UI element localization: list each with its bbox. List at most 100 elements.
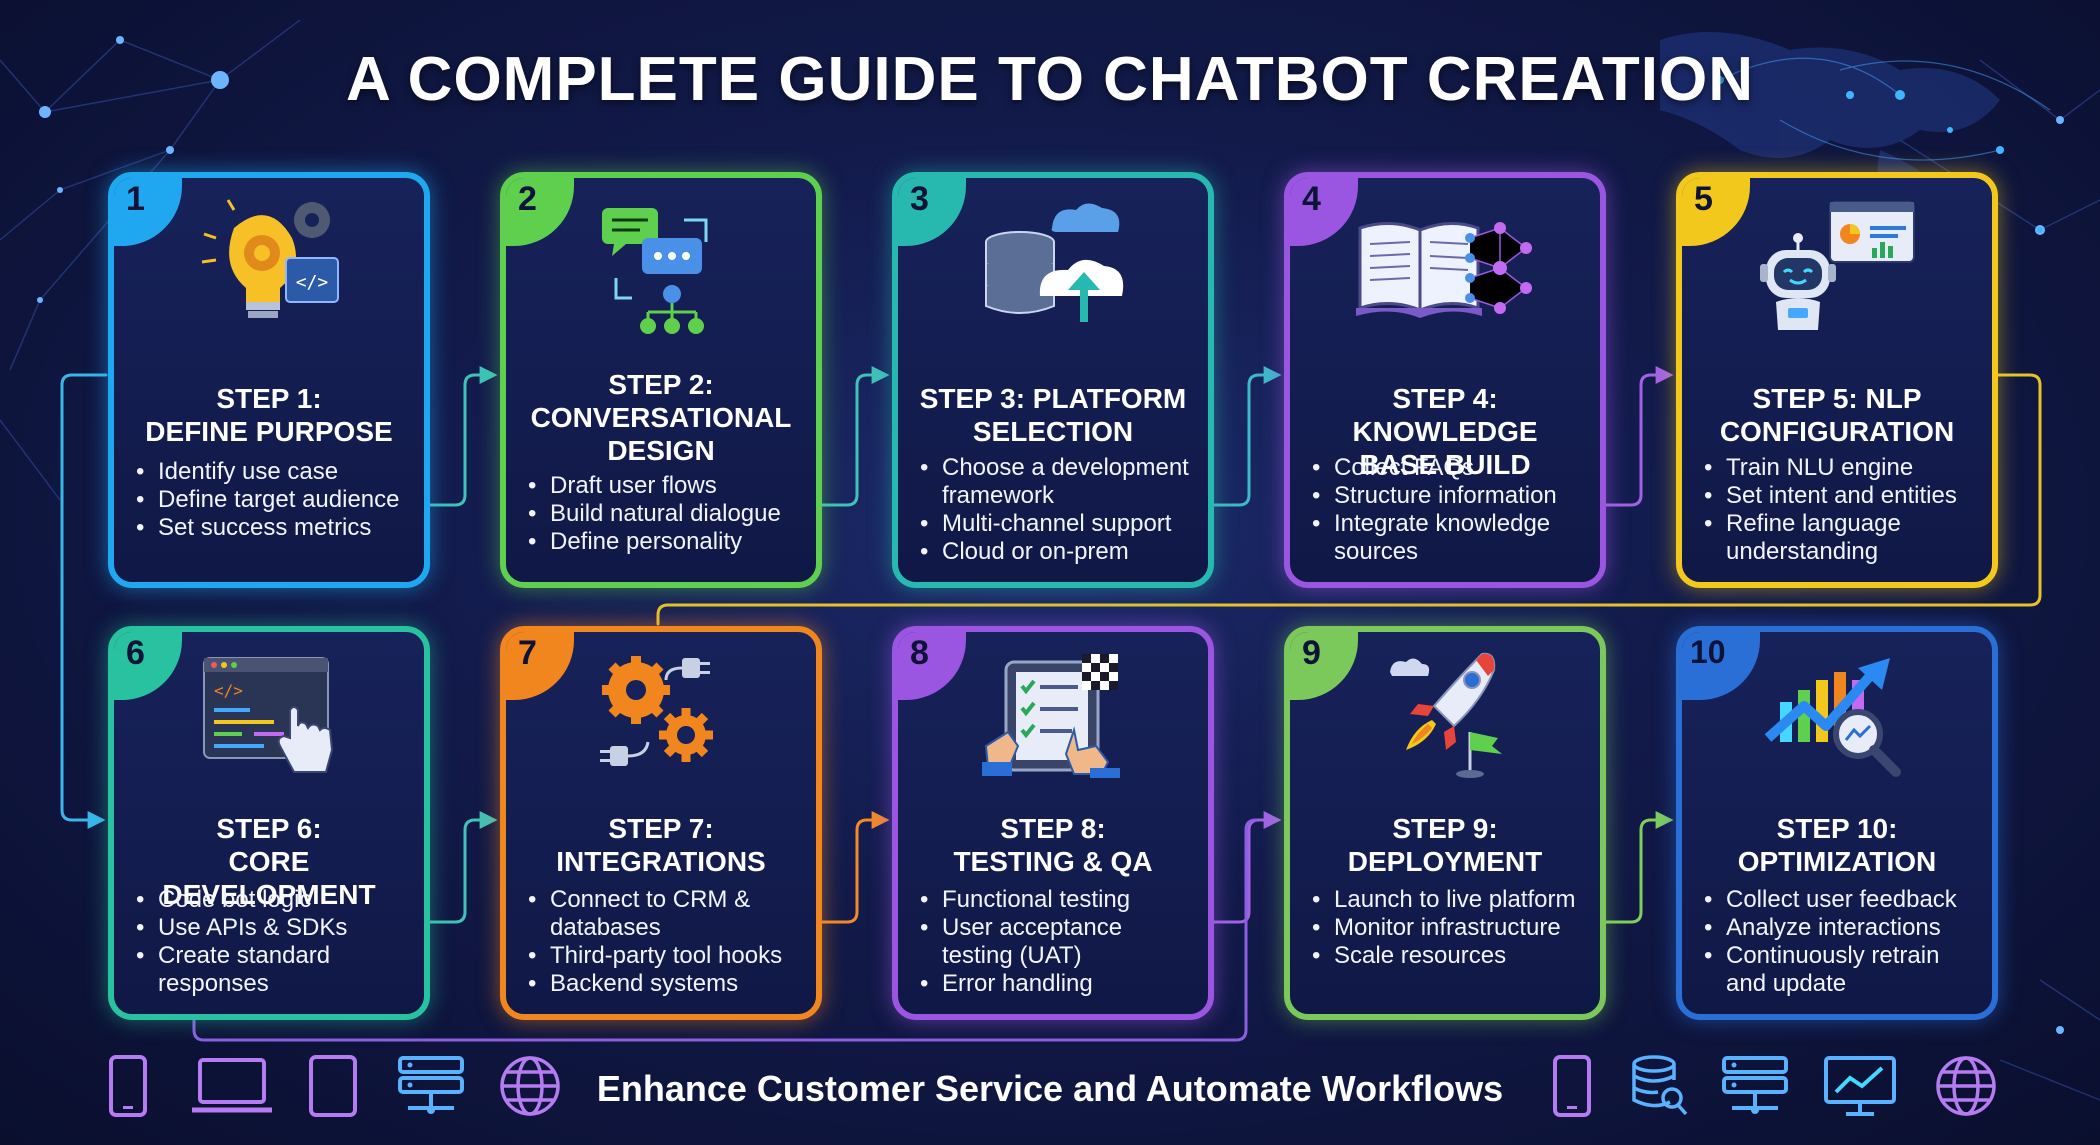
chart-magnifier-icon [1682,650,1992,790]
bullet-item: Continuously retrain and update [1704,942,1980,998]
step-title-line: STEP 10: [1776,813,1898,844]
step-title-line: INTEGRATIONS [556,846,766,877]
step-card-6: 6 </> STEP 6:CORE DEVELOPMENT Code bot l… [108,626,430,1020]
bullet-item: Train NLU engine [1704,454,1980,482]
step-title-line: DEPLOYMENT [1347,846,1543,877]
step-bullets: Connect to CRM & databases Third-party t… [528,886,804,998]
step-number-badge: 9 [1290,632,1358,700]
globe-icon [498,1054,562,1123]
step-title-line: STEP 5: NLP [1752,383,1922,414]
step-title: STEP 7:INTEGRATIONS [514,812,808,878]
bullet-item: User acceptance testing (UAT) [920,914,1196,970]
tablet-icon [308,1054,358,1123]
database-search-icon [1630,1054,1690,1123]
step-title: STEP 8:TESTING & QA [906,812,1200,878]
bullet-item: Cloud or on-prem [920,538,1196,566]
bullet-item: Error handling [920,970,1196,998]
step-title-line: STEP 3: PLATFORM [919,383,1187,414]
step-title-line: STEP 6: [216,813,322,844]
bullet-item: Collect user feedback [1704,886,1980,914]
bullet-item: Code bot logic [136,886,412,914]
bullet-item: Use APIs & SDKs [136,914,412,942]
step-card-7: 7 STEP 7:INTEGRATIONS Connect to CRM & d… [500,626,822,1020]
smartphone-icon [108,1054,148,1123]
bullet-item: Structure information [1312,482,1588,510]
step-card-10: 10 STEP 10:OPTIMIZATION Collect user fee… [1676,626,1998,1020]
monitor-chart-icon [1822,1054,1898,1123]
smartphone-icon [1552,1054,1592,1123]
robot-dashboard-icon [1682,198,1992,338]
bullet-item: Connect to CRM & databases [528,886,804,942]
step-card-9: 9 STEP 9:DEPLOYMENT Launch to live platf… [1284,626,1606,1020]
svg-text:</>: </> [296,272,329,293]
bullet-item: Set success metrics [136,514,412,542]
step-card-8: 8 STEP 8:TESTING & QA Functional testing… [892,626,1214,1020]
step-title-line: STEP 1: [216,383,322,414]
laptop-icon [190,1054,274,1123]
code-window-hand-icon: </> [114,650,424,790]
step-bullets: Choose a development framework Multi-cha… [920,454,1196,566]
server-icon [1720,1054,1790,1123]
tablet-checklist-icon [898,650,1208,790]
step-bullets: Functional testing User acceptance testi… [920,886,1196,998]
lightbulb-gear-code-icon: </> [114,198,424,338]
bullet-item: Multi-channel support [920,510,1196,538]
bullet-item: Create standard responses [136,942,412,998]
rocket-flag-icon [1290,650,1600,790]
step-title-line: CONVERSATIONAL [530,402,792,433]
bullet-item: Scale resources [1312,942,1588,970]
step-title-line: CONFIGURATION [1719,416,1955,447]
server-icon [396,1054,466,1123]
bullet-item: Build natural dialogue [528,500,804,528]
step-title-line: SELECTION [972,416,1134,447]
step-card-1: 1 </> STEP 1:DEFINE PURPOSE Identify use… [108,172,430,588]
bullet-item: Refine language understanding [1704,510,1980,566]
step-bullets: Train NLU engine Set intent and entities… [1704,454,1980,566]
chat-flow-icon [506,198,816,338]
step-title-line: STEP 8: [1000,813,1106,844]
step-bullets: Draft user flows Build natural dialogue … [528,472,804,556]
globe-icon [1934,1054,1998,1123]
step-title: STEP 9:DEPLOYMENT [1298,812,1592,878]
database-cloud-upload-icon [898,198,1208,338]
bullet-item: Identify use case [136,458,412,486]
step-bullets: Collect user feedback Analyze interactio… [1704,886,1980,998]
book-neural-network-icon [1290,198,1600,338]
bullet-item: Functional testing [920,886,1196,914]
step-title: STEP 1:DEFINE PURPOSE [122,382,416,448]
step-title-line: TESTING & QA [953,846,1153,877]
bullet-item: Set intent and entities [1704,482,1980,510]
bullet-item: Define personality [528,528,804,556]
step-bullets: Identify use case Define target audience… [136,458,412,542]
bullet-item: Integrate knowledge sources [1312,510,1588,566]
step-bullets: Launch to live platform Monitor infrastr… [1312,886,1588,970]
step-title-line: DEFINE PURPOSE [145,416,393,447]
step-title-line: STEP 4: KNOWLEDGE [1352,383,1538,447]
step-title-line: STEP 2: [608,369,714,400]
step-title-line: STEP 9: [1392,813,1498,844]
gears-plugs-icon [506,650,816,790]
step-bullets: Code bot logic Use APIs & SDKs Create st… [136,886,412,998]
step-title-line: DESIGN [607,435,715,466]
page-title: A COMPLETE GUIDE TO CHATBOT CREATION [345,45,1755,114]
footer-tagline: Enhance Customer Service and Automate Wo… [596,1068,1504,1109]
step-title-line: OPTIMIZATION [1737,846,1937,877]
svg-text:</>: </> [214,681,243,700]
bullet-item: Choose a development framework [920,454,1196,510]
bullet-item: Launch to live platform [1312,886,1588,914]
step-title: STEP 10:OPTIMIZATION [1690,812,1984,878]
bullet-item: Third-party tool hooks [528,942,804,970]
bullet-item: Monitor infrastructure [1312,914,1588,942]
step-bullets: Collect FAQs Structure information Integ… [1312,454,1588,566]
bullet-item: Backend systems [528,970,804,998]
step-title-line: STEP 7: [608,813,714,844]
bullet-item: Collect FAQs [1312,454,1588,482]
bullet-item: Draft user flows [528,472,804,500]
bullet-item: Define target audience [136,486,412,514]
